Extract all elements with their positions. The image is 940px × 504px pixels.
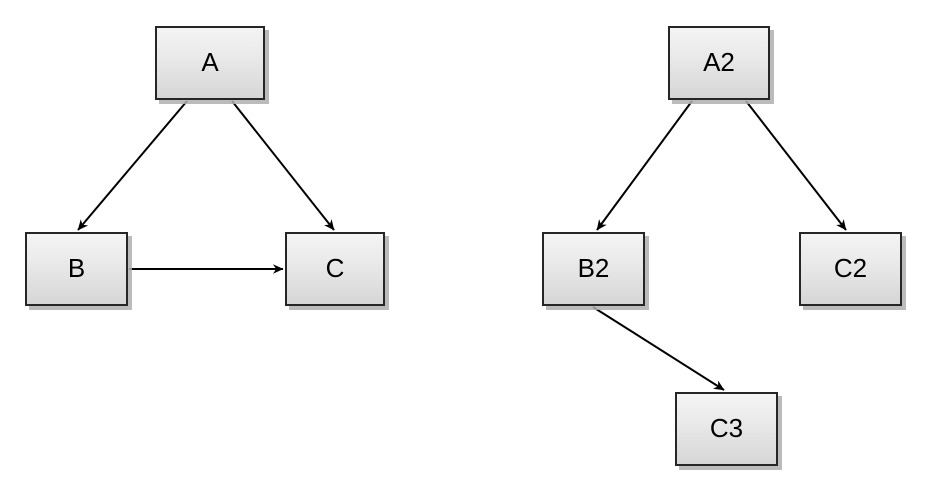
edge-a-to-c xyxy=(231,100,335,231)
node-b[interactable]: B xyxy=(25,232,128,306)
edges-group xyxy=(77,100,847,391)
node-label: B xyxy=(67,253,86,283)
edge-a2-to-b2 xyxy=(596,100,693,231)
node-label: C xyxy=(325,253,345,283)
edge-a2-to-c2 xyxy=(745,100,847,231)
node-c2[interactable]: C2 xyxy=(799,232,902,306)
node-label: C3 xyxy=(709,413,744,443)
node-b2[interactable]: B2 xyxy=(542,232,645,306)
edge-b2-to-c3 xyxy=(592,306,725,391)
node-c3[interactable]: C3 xyxy=(675,392,778,466)
node-label: A2 xyxy=(703,47,735,77)
node-label: A xyxy=(201,47,219,77)
node-a2[interactable]: A2 xyxy=(668,26,770,100)
edge-a-to-b xyxy=(77,100,188,231)
node-a[interactable]: A xyxy=(155,26,265,100)
node-label: B2 xyxy=(577,253,610,283)
node-label: C2 xyxy=(833,253,868,283)
node-c[interactable]: C xyxy=(285,232,385,306)
